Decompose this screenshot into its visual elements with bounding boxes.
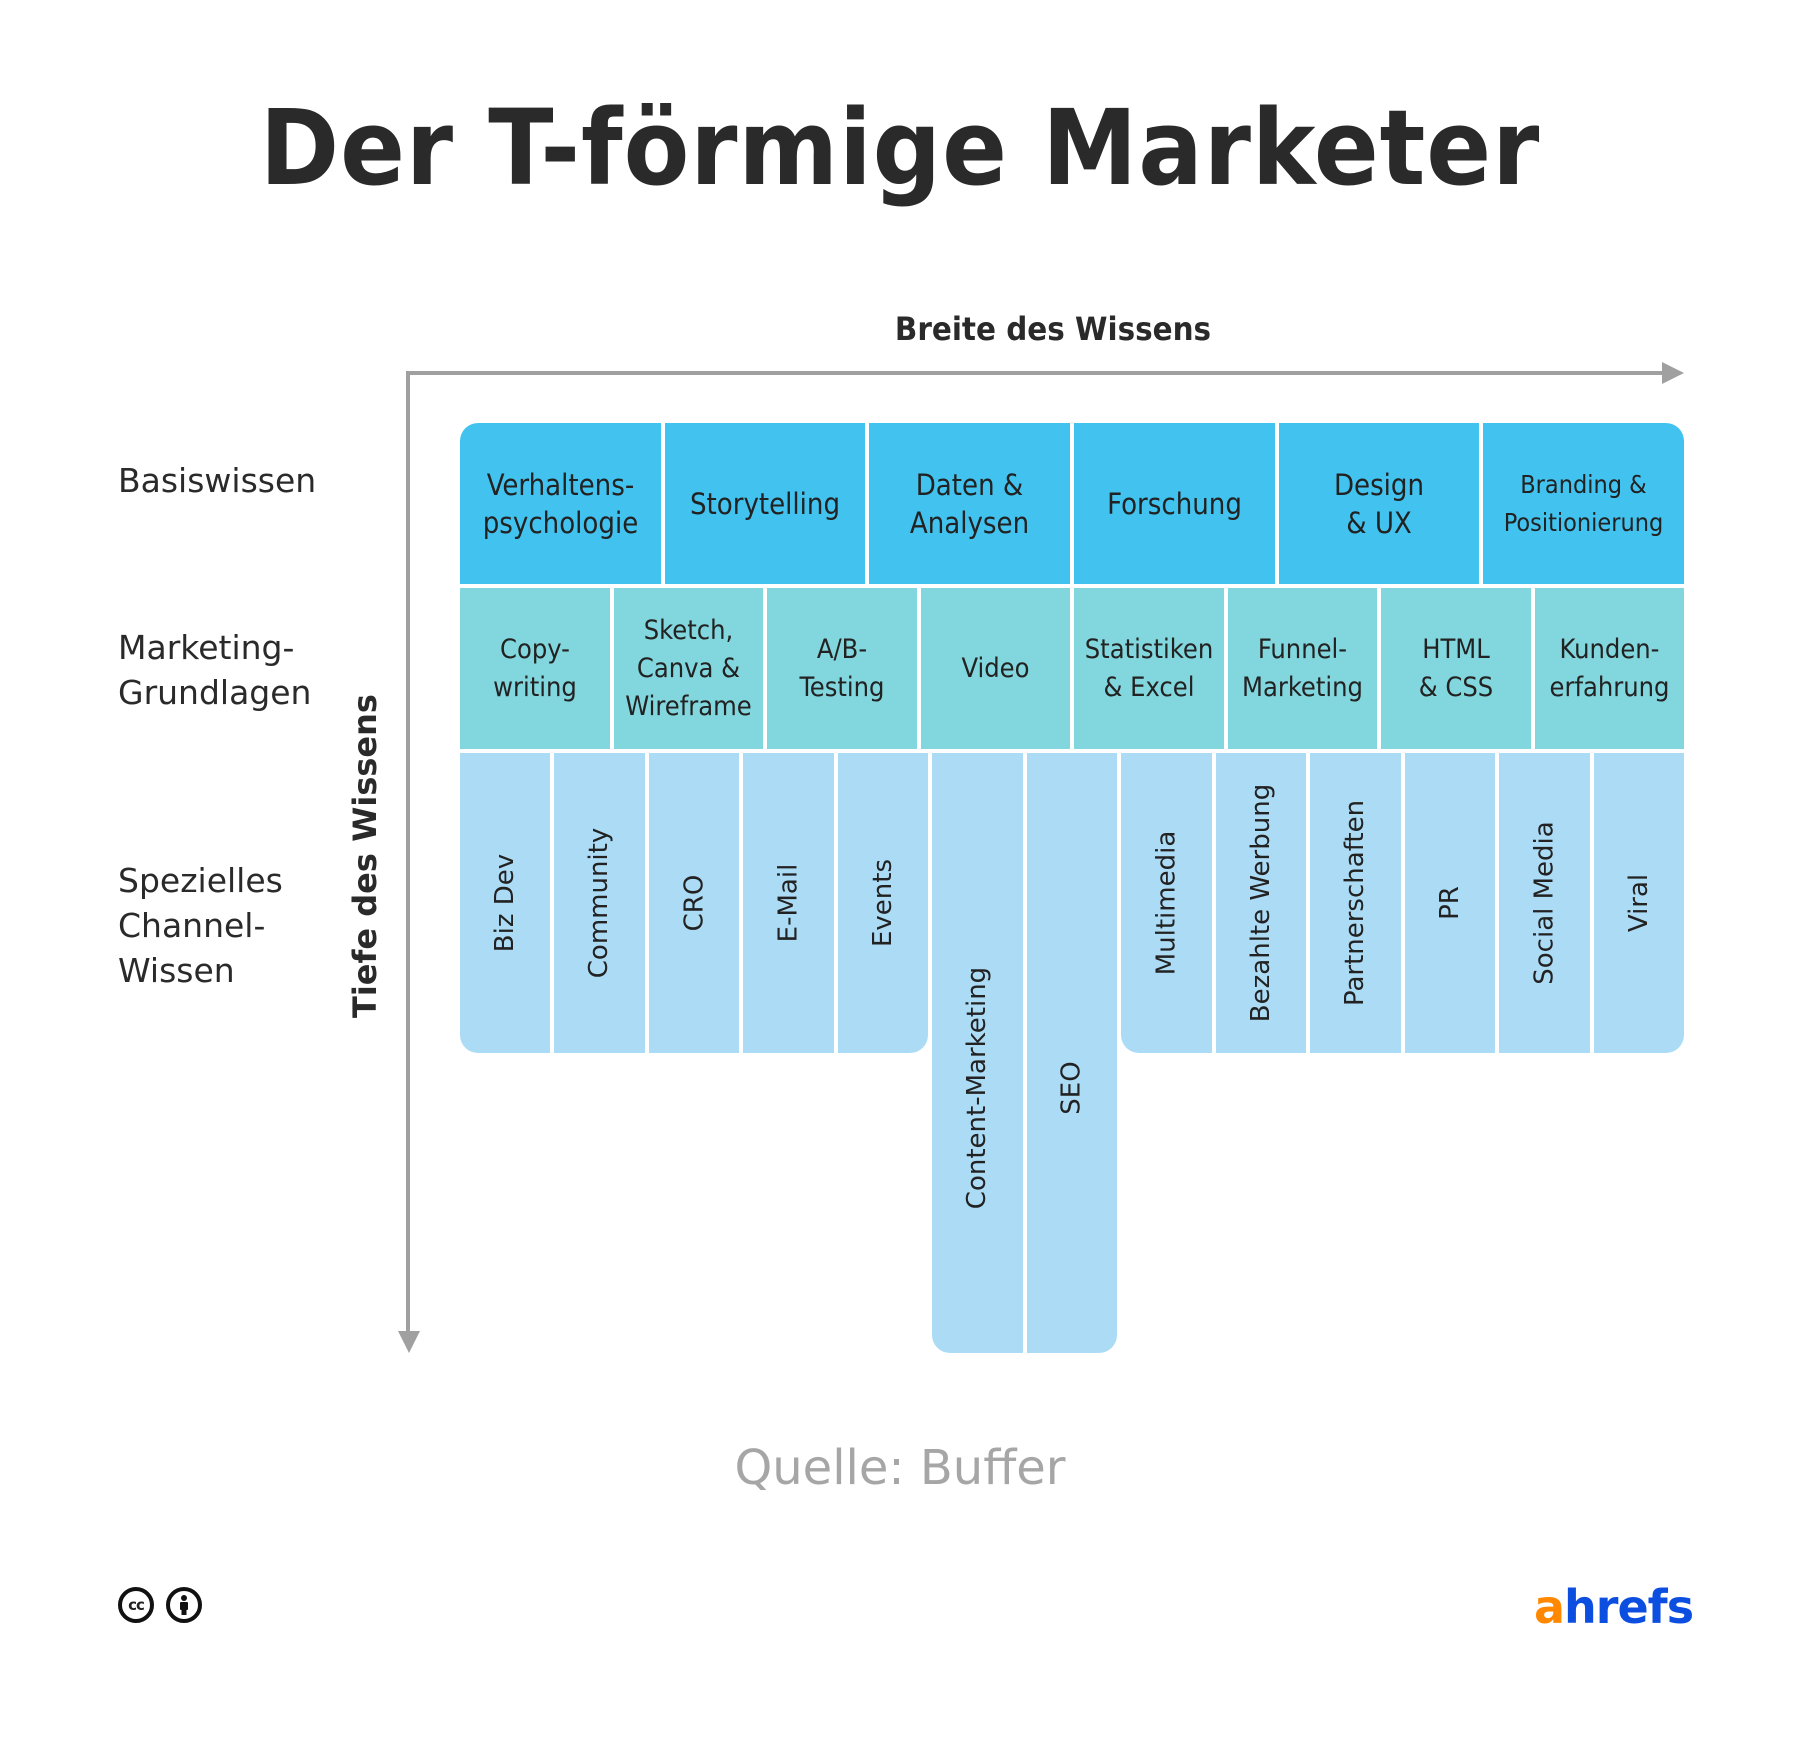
skill-cell-content-marketing: Content-Marketing: [932, 753, 1023, 1353]
skill-label: HTML & CSS: [1418, 633, 1494, 703]
y-axis-arrowhead-icon: [398, 1331, 420, 1353]
skill-label: CRO: [679, 874, 709, 932]
skill-cell-e-mail: E-Mail: [743, 753, 834, 1053]
skill-cell-daten-analysen: Daten & Analysen: [869, 423, 1070, 584]
row-label-channel-wissen: Spezielles Channel- Wissen: [118, 861, 283, 990]
skill-label: Viral: [1623, 873, 1654, 933]
skill-cell-branding-positionierung: Branding & Positionierung: [1483, 423, 1684, 584]
creative-commons-icon: cc: [118, 1587, 154, 1623]
skill-cell-community: Community: [554, 753, 645, 1053]
x-axis-label: Breite des Wissens: [894, 310, 1212, 348]
logo-part-a: a: [1534, 1580, 1565, 1634]
skill-label: Copy- writing: [493, 633, 577, 703]
skill-cell-social-media: Social Media: [1499, 753, 1590, 1053]
source-caption: Quelle: Buffer: [734, 1440, 1066, 1496]
skill-label: Video: [961, 652, 1030, 684]
skill-label: Content-Marketing: [962, 966, 993, 1210]
skill-label: Verhaltens- psychologie: [482, 467, 639, 540]
skill-label: Partnerschaften: [1340, 799, 1371, 1007]
skill-cell-multimedia: Multimedia: [1121, 753, 1212, 1053]
skill-label: A/B- Testing: [799, 633, 885, 703]
skill-label: Biz Dev: [490, 853, 521, 953]
skill-cell-design-ux: Design & UX: [1279, 423, 1479, 584]
skill-cell-a-b-testing: A/B- Testing: [767, 588, 917, 749]
skill-label: E-Mail: [773, 863, 804, 943]
skill-cell-events: Events: [838, 753, 928, 1053]
license-icons: cc: [118, 1587, 202, 1623]
person-glyph-icon: [180, 1595, 188, 1615]
skill-cell-forschung: Forschung: [1074, 423, 1275, 584]
skill-cell-biz-dev: Biz Dev: [460, 753, 550, 1053]
skill-label: Daten & Analysen: [909, 467, 1030, 540]
skill-label: Branding & Positionierung: [1503, 469, 1664, 537]
skill-cell-bezahlte-werbung: Bezahlte Werbung: [1216, 753, 1306, 1053]
skill-label: SEO: [1057, 1061, 1087, 1115]
skill-label: Statistiken & Excel: [1084, 633, 1214, 703]
skill-cell-partnerschaften: Partnerschaften: [1310, 753, 1401, 1053]
skill-cell-kunden-erfahrung: Kunden- erfahrung: [1535, 588, 1684, 749]
x-axis-line: [407, 371, 1667, 375]
x-axis-arrowhead-icon: [1662, 362, 1684, 384]
ahrefs-logo: ahrefs: [1534, 1584, 1694, 1630]
skill-label: Kunden- erfahrung: [1549, 633, 1670, 703]
cc-text: cc: [128, 1596, 145, 1614]
skill-cell-html-css: HTML & CSS: [1381, 588, 1531, 749]
skill-label: Social Media: [1529, 821, 1560, 985]
row-label-basiswissen: Basiswissen: [118, 461, 317, 500]
skill-label: Forschung: [1107, 486, 1242, 521]
skill-cell-copy-writing: Copy- writing: [460, 588, 610, 749]
skill-cell-storytelling: Storytelling: [665, 423, 865, 584]
skill-label: Design & UX: [1333, 467, 1425, 540]
skill-label: Storytelling: [689, 486, 841, 521]
skill-cell-statistiken-excel: Statistiken & Excel: [1074, 588, 1224, 749]
y-axis-line: [406, 371, 410, 1336]
skill-cell-verhaltens-psychologie: Verhaltens- psychologie: [460, 423, 661, 584]
skill-cell-seo: SEO: [1027, 753, 1117, 1353]
skill-cell-cro: CRO: [649, 753, 739, 1053]
row-label-marketing-grundlagen: Marketing- Grundlagen: [118, 628, 312, 712]
skill-cell-video: Video: [921, 588, 1070, 749]
attribution-icon: [166, 1587, 202, 1623]
logo-part-hrefs: hrefs: [1564, 1580, 1694, 1634]
skill-label: Events: [868, 858, 898, 948]
y-axis-label: Tiefe des Wissens: [346, 694, 384, 1018]
skill-label: Community: [584, 827, 615, 979]
skill-cell-sketch-canva-wireframe: Sketch, Canva & Wireframe: [614, 588, 763, 749]
skill-label: PR: [1435, 886, 1465, 920]
skill-label: Bezahlte Werbung: [1246, 783, 1276, 1023]
page-title: Der T-förmige Marketer: [259, 87, 1541, 209]
skill-label: Multimedia: [1151, 830, 1182, 976]
skill-cell-pr: PR: [1405, 753, 1495, 1053]
skill-label: Funnel- Marketing: [1242, 633, 1363, 703]
skill-cell-viral: Viral: [1594, 753, 1684, 1053]
skill-cell-funnel-marketing: Funnel- Marketing: [1228, 588, 1377, 749]
skill-label: Sketch, Canva & Wireframe: [625, 614, 752, 722]
